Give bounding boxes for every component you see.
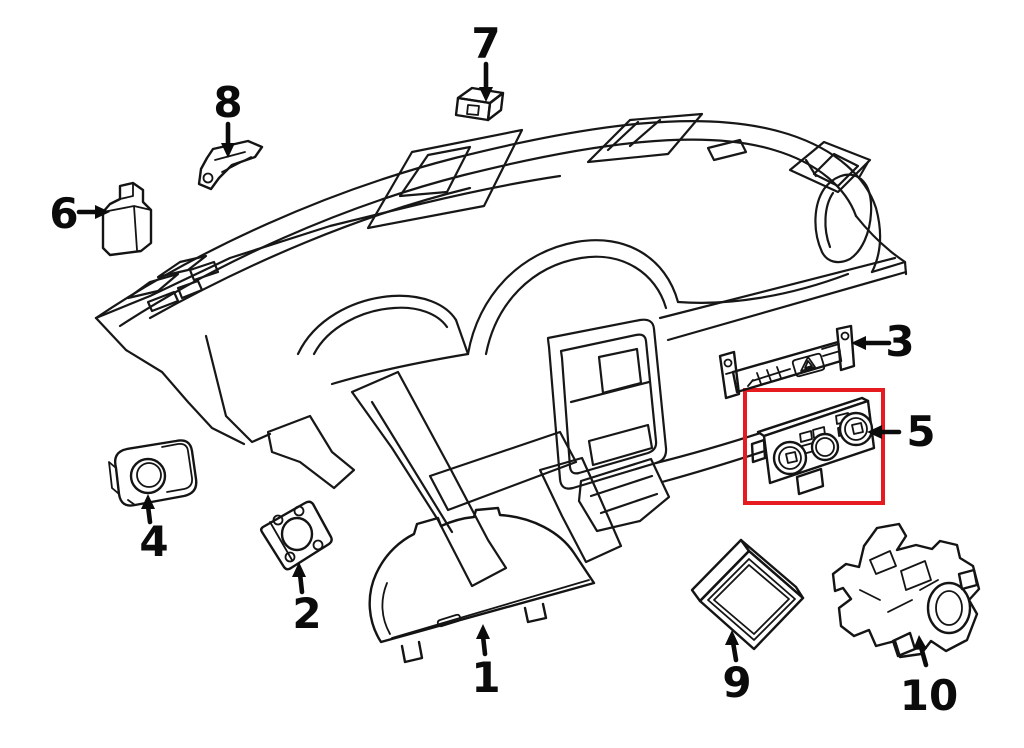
callout-3-label[interactable]: 3 <box>885 317 914 366</box>
selected-part-highlight <box>743 388 885 505</box>
callout-4-label[interactable]: 4 <box>139 517 168 566</box>
part-7-sunload-sensor[interactable] <box>454 86 505 122</box>
callout-8-label[interactable]: 8 <box>213 78 242 127</box>
callout-8-arrowhead <box>221 143 235 158</box>
hvac-center-knob[interactable] <box>810 432 840 462</box>
callout-3-arrowhead <box>851 336 866 350</box>
part-3-switch-trim-bracket[interactable] <box>718 324 856 400</box>
callout-1[interactable]: 1 <box>471 624 501 702</box>
callout-9-label[interactable]: 9 <box>722 658 751 707</box>
callout-10-arrow <box>918 644 929 668</box>
callout-2-label[interactable]: 2 <box>292 589 321 638</box>
hvac-right-knob[interactable] <box>838 411 874 447</box>
part-9-control-module[interactable] <box>690 538 805 651</box>
callout-9-arrowhead <box>725 630 739 645</box>
callout-9[interactable]: 9 <box>722 630 752 707</box>
callout-6-arrowhead <box>95 205 110 219</box>
callout-2-arrowhead <box>292 562 306 577</box>
dashboard-assembly-drawing <box>94 112 908 588</box>
callout-5-label[interactable]: 5 <box>906 407 935 456</box>
part-10-bracket-assembly[interactable] <box>831 522 981 659</box>
callout-8[interactable]: 8 <box>213 78 243 158</box>
callout-10-label[interactable]: 10 <box>900 671 958 720</box>
callout-10-arrowhead <box>913 635 927 650</box>
callout-5[interactable]: 5 <box>867 407 936 456</box>
callout-1-arrowhead <box>476 624 490 639</box>
shift-pattern-icon <box>747 366 791 387</box>
callout-4[interactable]: 4 <box>139 494 169 566</box>
callout-6[interactable]: 6 <box>49 189 110 238</box>
callout-6-label[interactable]: 6 <box>49 189 78 238</box>
callout-7-label[interactable]: 7 <box>471 19 500 68</box>
part-8-mounting-bracket[interactable] <box>197 139 264 191</box>
part-5-hvac-control-unit[interactable] <box>750 396 876 496</box>
callout-4-arrowhead <box>141 494 155 509</box>
callout-10[interactable]: 10 <box>900 635 958 720</box>
callout-3[interactable]: 3 <box>851 317 915 366</box>
part-6-relay-module[interactable] <box>101 181 153 257</box>
callout-1-label[interactable]: 1 <box>471 653 500 702</box>
callout-7[interactable]: 7 <box>471 19 501 102</box>
part-4-switch-housing[interactable] <box>108 439 198 507</box>
hazard-warning-icon <box>791 352 826 378</box>
part-1-instrument-cluster[interactable] <box>368 506 596 664</box>
callout-5-arrowhead <box>867 425 882 439</box>
callout-7-arrowhead <box>479 87 493 102</box>
part-2-mounting-plate[interactable] <box>260 500 333 571</box>
callout-2[interactable]: 2 <box>292 562 322 638</box>
hvac-left-knob[interactable] <box>772 440 808 476</box>
